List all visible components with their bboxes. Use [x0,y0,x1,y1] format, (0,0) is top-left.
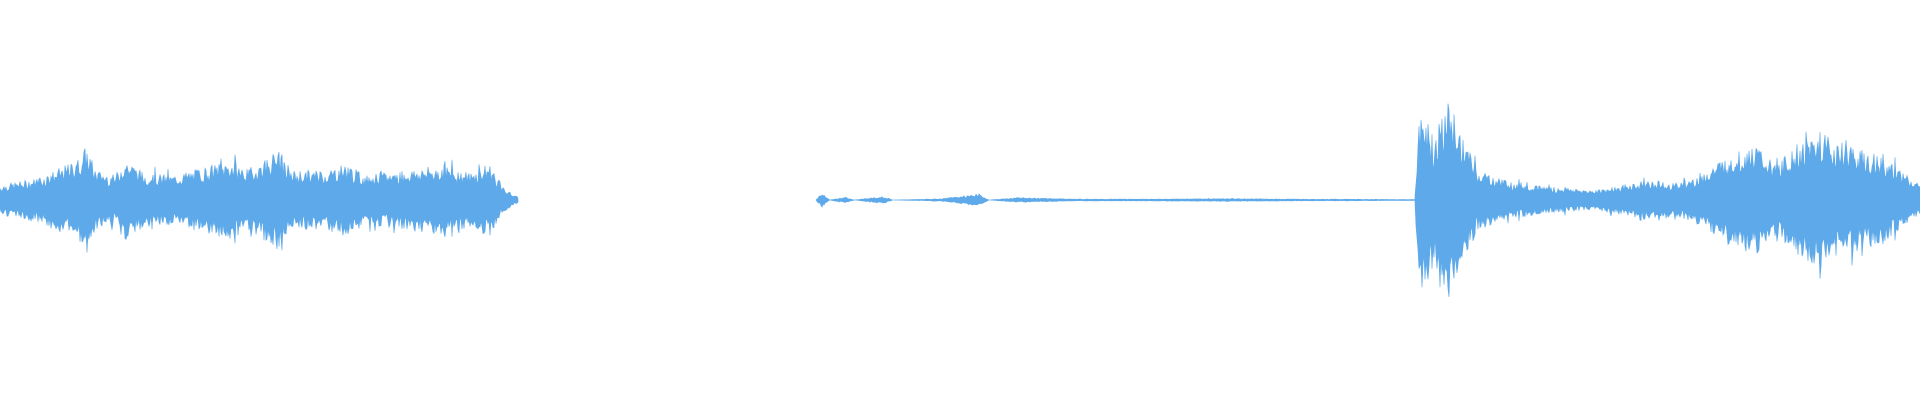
waveform-segment-3 [1414,103,1920,298]
waveform-segment-2 [815,193,1422,208]
waveform-segment-1 [0,148,519,253]
